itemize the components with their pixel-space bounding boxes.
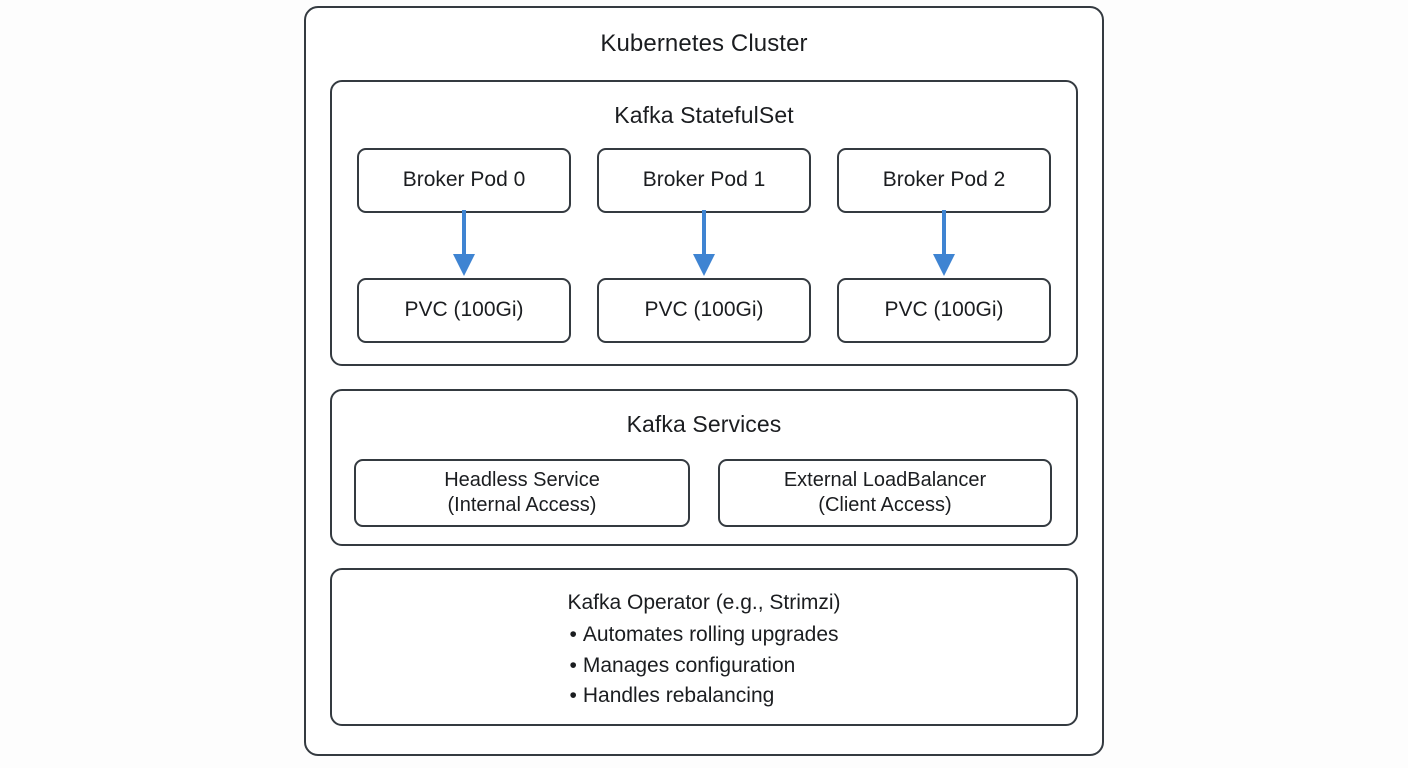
broker-pod-1-node[interactable]: Broker Pod 1 [597, 148, 811, 213]
bullet-icon: • [569, 623, 577, 647]
bullet-icon: • [569, 684, 577, 708]
kafka-operator-bullet-0: Automates rolling upgrades [582, 623, 839, 647]
external-loadbalancer-sublabel: (Client Access) [818, 494, 952, 516]
pvc-0-node[interactable]: PVC (100Gi) [357, 278, 571, 343]
kafka-operator-heading: Kafka Operator (e.g., Strimzi) [567, 591, 841, 614]
broker-pod-2-node[interactable]: Broker Pod 2 [837, 148, 1051, 213]
headless-service-label: Headless Service [444, 469, 600, 492]
headless-service-node[interactable]: Headless Service (Internal Access) [354, 459, 690, 527]
arrow-pod-0-to-pvc-0-icon [453, 210, 475, 276]
list-item: •Manages configuration [569, 651, 838, 681]
arrow-pod-1-to-pvc-1-icon [693, 210, 715, 276]
kafka-services-title: Kafka Services [626, 411, 782, 437]
bullet-icon: • [569, 653, 577, 677]
kafka-operator-content: Kafka Operator (e.g., Strimzi) •Automate… [330, 588, 1078, 712]
list-item: •Automates rolling upgrades [569, 620, 838, 650]
pvc-2-node[interactable]: PVC (100Gi) [837, 278, 1051, 343]
pvc-1-node[interactable]: PVC (100Gi) [597, 278, 811, 343]
kafka-operator-container [330, 568, 1078, 726]
kafka-operator-bullet-list: •Automates rolling upgrades •Manages con… [569, 620, 838, 711]
arrow-pod-2-to-pvc-2-icon [933, 210, 955, 276]
kubernetes-cluster-title: Kubernetes Cluster [600, 30, 808, 57]
kafka-operator-bullet-2: Handles rebalancing [582, 684, 775, 708]
external-loadbalancer-node[interactable]: External LoadBalancer (Client Access) [718, 459, 1052, 527]
kafka-statefulset-title: Kafka StatefulSet [614, 102, 794, 128]
kafka-operator-bullet-1: Manages configuration [582, 653, 796, 677]
list-item: •Handles rebalancing [569, 681, 838, 711]
external-loadbalancer-label: External LoadBalancer [783, 469, 987, 492]
headless-service-sublabel: (Internal Access) [447, 494, 597, 516]
broker-pod-0-node[interactable]: Broker Pod 0 [357, 148, 571, 213]
